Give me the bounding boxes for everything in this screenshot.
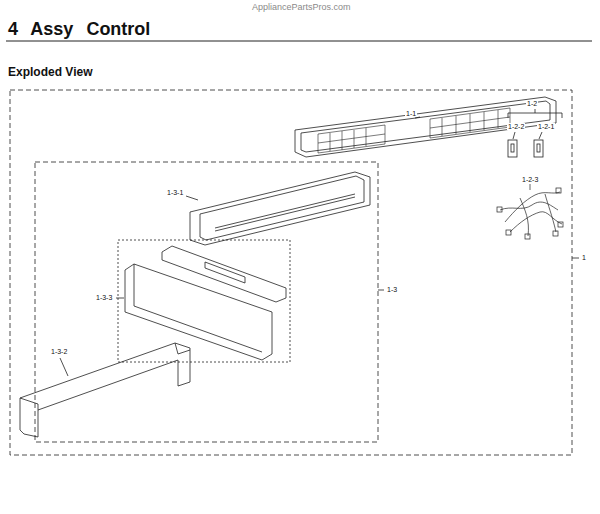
leader-line (535, 109, 536, 113)
watermark: AppliancePartsPros.com (252, 3, 351, 12)
callout-number: 1-2-3 (521, 176, 539, 183)
callout-number: 1-1 (405, 110, 417, 117)
leader-line (572, 258, 579, 259)
callout-number: 1-2 (526, 100, 538, 107)
control-bezel (186, 172, 370, 245)
control-glass (125, 246, 286, 360)
control-panel (295, 97, 556, 157)
subassembly-outline (35, 162, 378, 442)
assembly-outline (10, 90, 572, 455)
callout-number: 1-3-1 (166, 189, 184, 196)
leader-line (378, 290, 384, 291)
section-heading: Exploded View (8, 66, 92, 78)
callout-number: 1-3-3 (95, 294, 113, 301)
callout-number: 1-3 (386, 286, 398, 293)
wire-harness (497, 184, 563, 239)
clip-part (534, 132, 543, 157)
page-title: 4 Assy Control (8, 20, 150, 38)
callout-number: 1-2-2 (507, 123, 525, 130)
clip-part (508, 132, 517, 157)
subassembly-outline (118, 240, 290, 362)
title-rule (6, 41, 592, 42)
callout-number: 1 (581, 254, 587, 261)
group-bracket (508, 113, 562, 118)
callout-number: 1-2-1 (537, 123, 555, 130)
handle-trim (20, 343, 190, 437)
callout-number: 1-3-2 (50, 348, 68, 355)
leader-line (116, 298, 124, 299)
